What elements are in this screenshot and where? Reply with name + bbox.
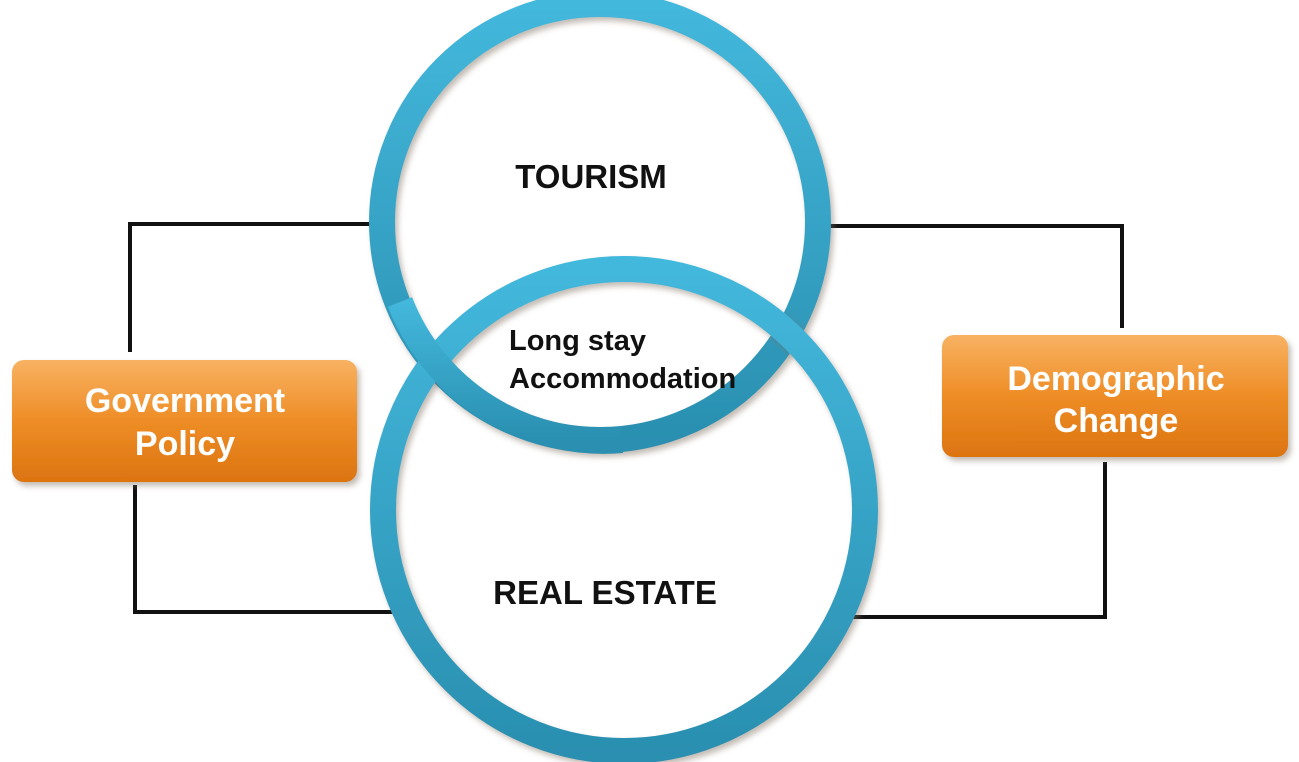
real-estate-circle: [370, 256, 878, 762]
connector-right-top: [830, 224, 1124, 328]
overlap-label-line1: Long stay: [509, 325, 646, 357]
tourism-circle-overlap-arc: [387, 297, 624, 454]
connector-left-top: [128, 222, 372, 352]
government-policy-box: Government Policy: [12, 360, 357, 482]
demographic-change-box: Demographic Change: [942, 335, 1288, 457]
government-policy-label-line2: Policy: [135, 425, 235, 463]
connector-left-bottom: [133, 485, 392, 614]
demographic-change-label-line2: Change: [1054, 402, 1179, 440]
demographic-change-label-line1: Demographic: [1007, 360, 1224, 398]
government-policy-label-line1: Government: [85, 382, 285, 420]
connector-lines: [128, 222, 1124, 619]
tourism-label: TOURISM: [515, 158, 667, 195]
overlap-label-line2: Accommodation: [509, 363, 736, 395]
connector-right-bottom: [852, 462, 1107, 619]
real-estate-label: REAL ESTATE: [493, 574, 717, 611]
